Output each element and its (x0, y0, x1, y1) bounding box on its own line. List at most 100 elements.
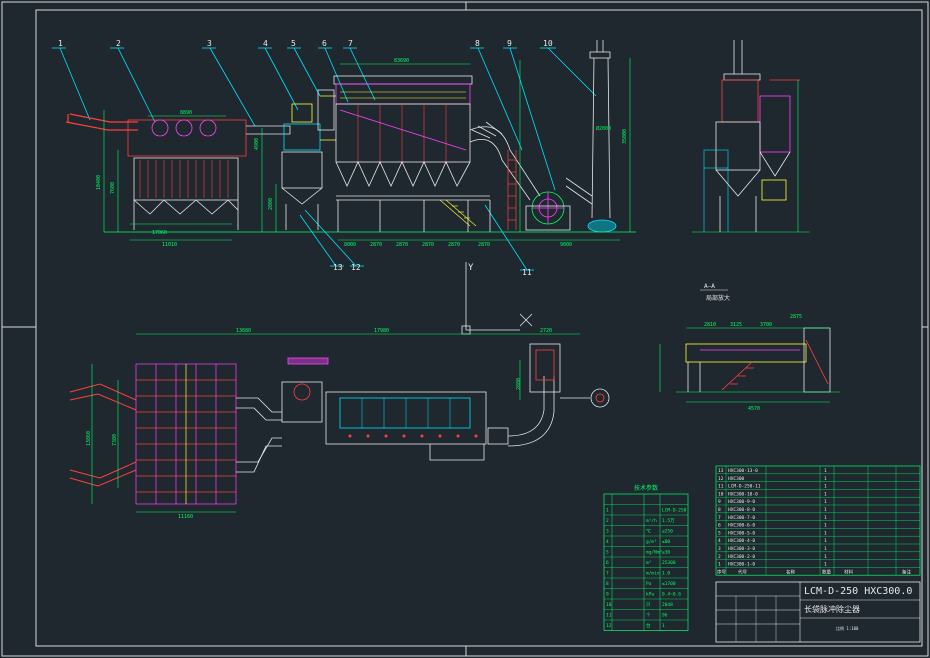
param-row-number: 9 (606, 592, 609, 598)
dim-elev-left-h2: 7600 (110, 182, 116, 194)
param-row-value: LCM-D-250 (662, 508, 687, 514)
inlet-duct (65, 113, 138, 131)
bom-row-code: HXC300-7-0 (728, 515, 755, 521)
plan-outlet-ducts (236, 397, 282, 473)
bom-row-code: HXC300-2-0 (728, 554, 755, 560)
param-row-number: 11 (606, 613, 612, 619)
bom-row-code: HXC300 (728, 476, 745, 482)
dim-elev-stack-d: Ø2000 (596, 125, 611, 132)
param-row-unit: 只 (646, 602, 651, 608)
bom-row-qty: 1 (824, 554, 827, 560)
plan-bag-filter (325, 391, 509, 461)
dim-section-span-2: 3125 (730, 322, 742, 328)
param-row-value: ≤80 (662, 539, 670, 545)
bom-row-code: HXC300-4-0 (728, 538, 755, 544)
param-row-unit: m/min (646, 571, 660, 577)
bom-row-code: HXC300-6-0 (728, 523, 755, 529)
bom-row-number: 5 (718, 530, 721, 536)
dim-plan-left-w: 11160 (178, 514, 193, 520)
dim-elev-stack: 35000 (622, 129, 628, 144)
bom-row-code: HXC300-13-0 (728, 468, 758, 474)
dim-elev-mid-h2: 2800 (268, 198, 274, 210)
param-row-unit: 台 (646, 622, 651, 629)
dim-elev-dust-bottom: 17060 (152, 230, 167, 236)
bom-row-qty: 1 (824, 562, 827, 568)
bom-row-qty: 1 (824, 468, 827, 474)
ash-silo (281, 103, 323, 230)
callout-5: 5 (291, 39, 296, 48)
callout-12: 12 (351, 263, 361, 272)
dim-span-2: 2870 (370, 242, 382, 248)
bom-row-number: 9 (718, 499, 721, 505)
dim-section-span-1: 2810 (704, 322, 716, 328)
param-row-number: 5 (606, 550, 609, 556)
param-row-number: 8 (606, 581, 609, 587)
param-row-number: 2 (606, 518, 609, 524)
bom-row-code: HXC300-5-0 (728, 530, 755, 536)
param-row-number: 10 (606, 602, 612, 608)
param-row-value: ≤30 (662, 550, 670, 556)
dim-span-7: 9000 (560, 242, 572, 248)
bom-row-qty: 1 (824, 530, 827, 536)
plan-filter-grid (135, 363, 237, 505)
bom-row-code: HXC300-3-0 (728, 546, 755, 552)
bom-row-number: 11 (718, 484, 724, 490)
bom-row-qty: 1 (824, 476, 827, 482)
callout-10: 10 (543, 39, 553, 48)
connecting-duct (246, 125, 291, 135)
view-symbol: Y (468, 263, 474, 273)
dim-plan-top: 13680 (236, 328, 251, 334)
plan-dimensions (91, 333, 580, 513)
plan-dim-text: 13680 17980 2720 11160 13860 7380 2880 (86, 328, 552, 520)
plan-silo (281, 357, 329, 423)
bom-row-qty: 1 (824, 523, 827, 529)
bom-header-cell: 代号 (738, 568, 747, 575)
dim-plan-left-h2: 7380 (112, 434, 118, 446)
section-view: A—A 局部放大 2810 3125 3700 2875 4570 (659, 283, 840, 412)
callout-6: 6 (322, 39, 327, 48)
drawing-title: 长袋脉冲除尘器 (804, 604, 860, 614)
dim-span-4: 2870 (422, 242, 434, 248)
plan-inlet-ducts (69, 383, 137, 487)
callout-2: 2 (116, 39, 121, 48)
chimney-stack (565, 40, 617, 233)
param-row-unit: mg/Nm³ (646, 550, 663, 556)
callout-leaders (52, 47, 597, 271)
param-row-number: 12 (606, 623, 612, 629)
bom-header-cell: 材料 (844, 568, 853, 575)
bom-row-qty: 1 (824, 499, 827, 505)
dim-span-5: 2870 (448, 242, 460, 248)
callout-8: 8 (475, 39, 480, 48)
param-row-number: 3 (606, 529, 609, 535)
outlet-duct (469, 121, 541, 201)
bom-row-number: 12 (718, 476, 724, 482)
fan-ladder (507, 150, 517, 230)
dim-section-span-3: 3700 (760, 322, 772, 328)
bom-row-code: HXC300-1-0 (728, 562, 755, 568)
bom-row-number: 6 (718, 523, 721, 529)
dim-span-6: 2870 (478, 242, 490, 248)
bom-row-number: 8 (718, 507, 721, 513)
bom-header-cell: 备注 (902, 568, 911, 575)
param-row-value: 25300 (662, 560, 676, 566)
section-label: A—A (704, 283, 715, 290)
elevation-view: 1 2 3 4 5 6 7 8 9 10 13 12 11 (52, 39, 636, 277)
bom-row-number: 1 (718, 562, 721, 568)
bom-row-number: 4 (718, 538, 721, 544)
dim-plan-top2: 17980 (374, 328, 389, 334)
bom-row-number: 3 (718, 546, 721, 552)
induced-draft-fan (525, 191, 571, 231)
drawing-number: LCM-D-250 HXC300.0 (804, 586, 912, 597)
dim-plan-right-h: 2880 (516, 378, 522, 390)
section-subtitle: 局部放大 (706, 294, 730, 302)
elevation-dimensions (103, 58, 631, 241)
bom-row-code: LCM-D-250-11 (728, 484, 761, 490)
param-table-header: 技术参数 (634, 484, 658, 492)
elevation-dim-text: 83690 8890 10400 7600 4900 2800 17060 11… (96, 58, 628, 248)
bom-row-code: HXC300-8-0 (728, 507, 755, 513)
param-row-unit: g/m³ (646, 539, 657, 545)
side-view (692, 40, 810, 233)
dim-plan-top3: 2720 (540, 328, 552, 334)
